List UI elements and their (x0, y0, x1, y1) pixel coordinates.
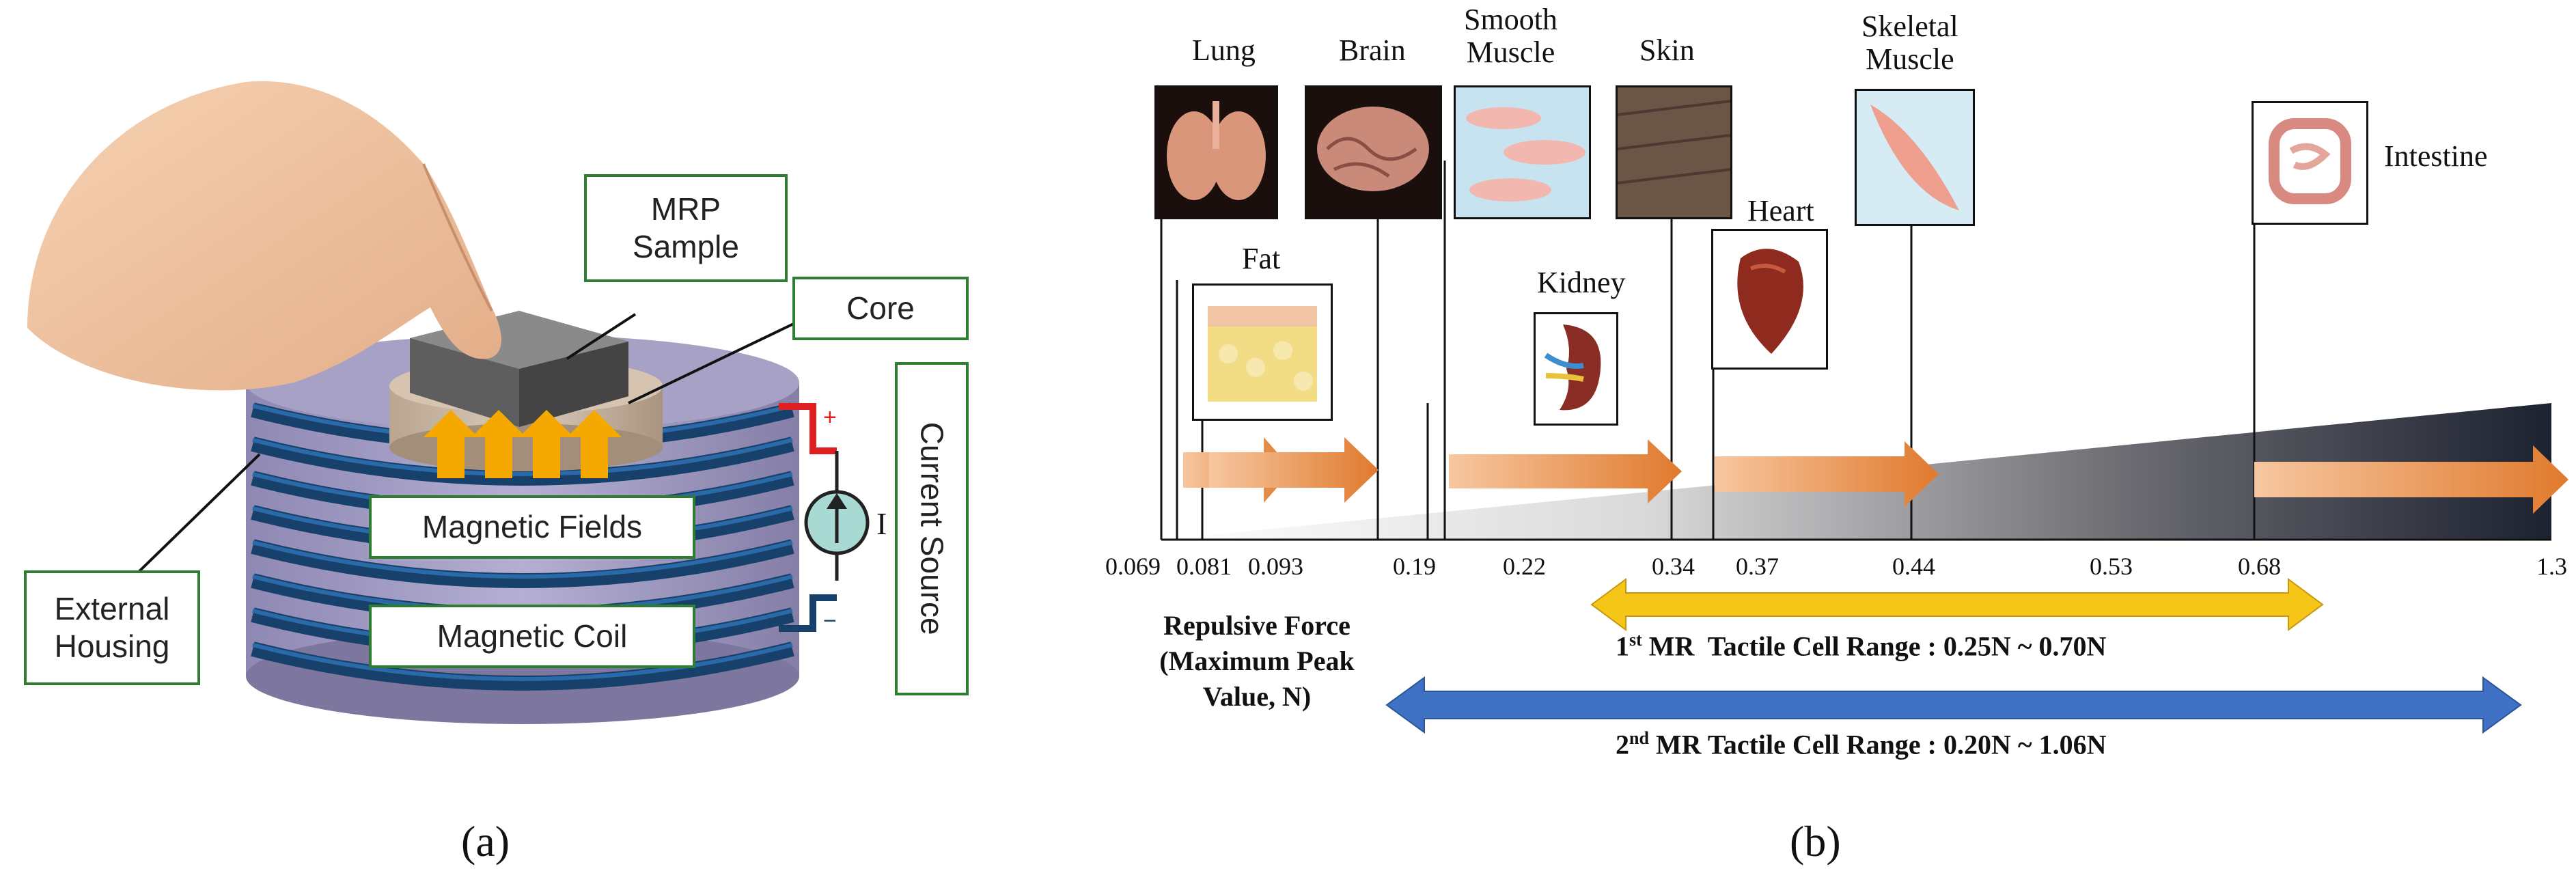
pointer-lines (135, 313, 800, 575)
hand-illustration (27, 81, 501, 391)
magnetic-coil-label: Magnetic Coil (369, 605, 695, 668)
axis-title-line2: (Maximum Peak Value, N) (1159, 646, 1355, 712)
external-housing-label: External Housing (24, 570, 200, 685)
lung-label: Lung (1192, 33, 1256, 67)
tick-label: 0.34 (1652, 553, 1695, 580)
circuit-wires (779, 403, 839, 632)
minus-sign: − (823, 608, 837, 634)
electromagnet-illustration (27, 81, 870, 724)
lung-image (1154, 85, 1278, 219)
current-source-label: Current Source (895, 362, 969, 695)
plus-sign: + (823, 404, 837, 430)
magnetic-fields-label: Magnetic Fields (369, 495, 695, 559)
first-range-label: 1st MR Tactile Cell Range : 0.25N ~ 0.70… (1616, 630, 2106, 662)
skin-image (1616, 85, 1732, 219)
kidney-label: Kidney (1537, 266, 1626, 299)
heart-label: Heart (1747, 194, 1814, 227)
range-arrows (1385, 578, 2522, 734)
second-range-label: 2nd MR Tactile Cell Range : 0.20N ~ 1.06… (1616, 728, 2107, 760)
brain-image (1305, 85, 1442, 219)
axis-title-line1: Repulsive Force (1163, 610, 1351, 641)
heart-image (1711, 229, 1828, 370)
tick-label: 0.081 (1176, 553, 1232, 580)
tick-label: 1.3 (2536, 553, 2567, 580)
second-range-ordinal: 2 (1616, 729, 1629, 760)
magnetic-field-arrows (424, 410, 622, 478)
first-range-text: MR Tactile Cell Range : 0.25N ~ 0.70N (1642, 631, 2107, 662)
smooth-muscle-label: Smooth Muscle (1464, 3, 1557, 70)
skin-label: Skin (1639, 33, 1695, 67)
second-range-sup: nd (1629, 728, 1649, 748)
tick-label: 0.37 (1736, 553, 1779, 580)
current-source-symbol (804, 490, 870, 555)
fat-label: Fat (1242, 242, 1281, 275)
tick-label: 0.19 (1393, 553, 1436, 580)
second-range-arrow (1385, 676, 2522, 734)
first-range-arrow (1590, 578, 2324, 631)
skeletal-muscle-image (1855, 89, 1975, 226)
tick-label: 0.069 (1105, 553, 1161, 580)
tick-label: 0.093 (1248, 553, 1303, 580)
first-range-ordinal: 1 (1616, 631, 1629, 662)
second-range-text: MR Tactile Cell Range : 0.20N ~ 1.06N (1648, 729, 2107, 760)
smooth-muscle-image (1454, 85, 1591, 219)
caption-a: (a) (461, 817, 510, 866)
tick-label: 0.22 (1503, 553, 1546, 580)
tick-label: 0.44 (1892, 553, 1935, 580)
force-scale-graphic (1160, 154, 2568, 734)
caption-b: (b) (1790, 817, 1841, 866)
tick-label: 0.68 (2238, 553, 2281, 580)
axis-title: Repulsive Force (Maximum Peak Value, N) (1120, 608, 1394, 715)
current-source-text: Current Source (914, 422, 950, 635)
intestine-label: Intestine (2384, 139, 2488, 173)
core-label: Core (792, 277, 969, 340)
orange-arrows (1183, 437, 2568, 514)
panel-b: Lung Brain Smooth Muscle Skin Skeletal M… (1066, 0, 2576, 886)
mrp-sample-label: MRP Sample (584, 174, 788, 282)
panel-a: MRP Sample Core Magnetic Fields Magnetic… (0, 0, 1011, 886)
skeletal-muscle-label: Skeletal Muscle (1861, 10, 1958, 77)
tick-label: 0.53 (2090, 553, 2133, 580)
current-symbol: I (876, 506, 887, 541)
intestine-image (2252, 101, 2368, 225)
kidney-image (1534, 312, 1618, 426)
first-range-sup: st (1629, 630, 1642, 650)
brain-label: Brain (1339, 33, 1406, 67)
fat-image (1192, 283, 1333, 421)
